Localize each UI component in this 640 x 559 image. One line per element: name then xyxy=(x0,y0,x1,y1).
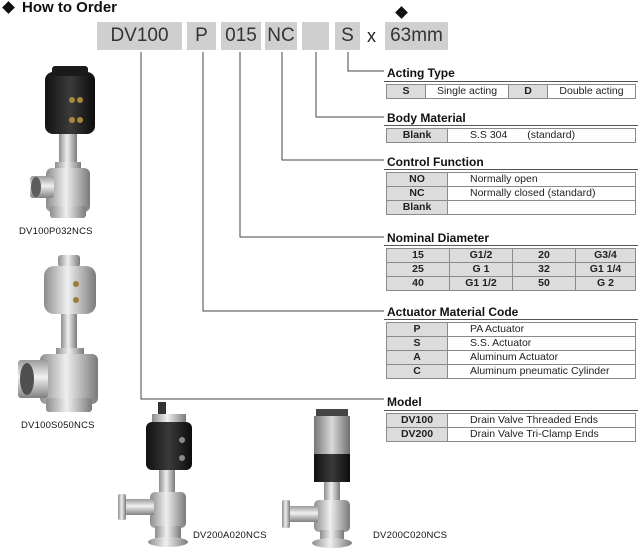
function-code-nc: NC xyxy=(386,186,448,201)
table-row: DV200 Drain Valve Tri-Clamp Ends xyxy=(386,427,636,442)
acting-type-title: Acting Type xyxy=(387,66,455,80)
model-code-dv200: DV200 xyxy=(386,427,448,442)
body-material-table: Blank S.S 304 (standard) xyxy=(386,128,636,143)
table-row: DV100 Drain Valve Threaded Ends xyxy=(386,413,636,428)
code-diameter-box: 015 xyxy=(221,22,261,50)
code-model-box: DV100 xyxy=(97,22,182,50)
diameter-thread: G 2 xyxy=(575,276,636,291)
model-desc-dv100: Drain Valve Threaded Ends xyxy=(447,413,636,428)
product-label-dv200c: DV200C020NCS xyxy=(373,530,448,541)
actuator-material-table: P PA Actuator S S.S. Actuator A Aluminum… xyxy=(386,322,636,379)
diameter-thread: G1 1/2 xyxy=(449,276,513,291)
body-desc: S.S 304 (standard) xyxy=(447,128,636,143)
diameter-thread: G1/2 xyxy=(449,248,513,263)
product-label-dv200a: DV200A020NCS xyxy=(193,530,267,541)
acting-type-rule xyxy=(384,81,638,82)
function-desc-blank xyxy=(447,200,636,215)
function-code-blank: Blank xyxy=(386,200,448,215)
nominal-diameter-table: 15 G1/2 20 G3/4 25 G 1 32 G1 1/4 40 G1 1… xyxy=(386,248,636,291)
body-material-note: (standard) xyxy=(527,129,576,141)
actuator-material-title: Actuator Material Code xyxy=(387,305,519,319)
body-material-title: Body Material xyxy=(387,111,466,125)
table-row: Blank xyxy=(386,200,636,215)
acting-desc-s: Single acting xyxy=(424,84,510,99)
actuator-code-s: S xyxy=(386,336,448,351)
actuator-material-rule xyxy=(384,319,638,320)
acting-code-s: S xyxy=(386,84,426,99)
nominal-diameter-title: Nominal Diameter xyxy=(387,231,490,245)
actuator-code-c: C xyxy=(386,364,448,379)
product-label-dv100s: DV100S050NCS xyxy=(21,420,95,431)
diameter-code: 50 xyxy=(512,276,576,291)
code-body-box xyxy=(302,22,329,50)
control-function-table: NO Normally open NC Normally closed (sta… xyxy=(386,172,636,215)
table-row: Blank S.S 304 (standard) xyxy=(386,128,636,143)
acting-type-table: S Single acting D Double acting xyxy=(386,84,636,99)
diameter-thread: G 1 xyxy=(449,262,513,277)
code-size-box: 63mm xyxy=(385,22,448,50)
table-row: S Single acting D Double acting xyxy=(386,84,636,99)
body-code-blank: Blank xyxy=(386,128,448,143)
code-actuator-box: P xyxy=(187,22,216,50)
table-row: P PA Actuator xyxy=(386,322,636,337)
acting-desc-d: Double acting xyxy=(547,84,636,99)
table-row: S S.S. Actuator xyxy=(386,336,636,351)
model-title: Model xyxy=(387,395,422,409)
control-function-rule xyxy=(384,169,638,170)
code-acting-box: S xyxy=(335,22,360,50)
model-desc-dv200: Drain Valve Tri-Clamp Ends xyxy=(447,427,636,442)
function-desc-nc: Normally closed (standard) xyxy=(447,186,636,201)
table-row: NC Normally closed (standard) xyxy=(386,186,636,201)
body-material-rule xyxy=(384,125,638,126)
table-row: 40 G1 1/2 50 G 2 xyxy=(386,276,636,291)
model-table: DV100 Drain Valve Threaded Ends DV200 Dr… xyxy=(386,413,636,442)
diameter-thread: G3/4 xyxy=(575,248,636,263)
table-row: 15 G1/2 20 G3/4 xyxy=(386,248,636,263)
diameter-code: 40 xyxy=(386,276,450,291)
actuator-desc-s: S.S. Actuator xyxy=(447,336,636,351)
actuator-desc-c: Aluminum pneumatic Cylinder xyxy=(447,364,636,379)
diameter-thread: G1 1/4 xyxy=(575,262,636,277)
model-code-dv100: DV100 xyxy=(386,413,448,428)
code-function-box: NC xyxy=(265,22,297,50)
code-times-sign: x xyxy=(367,26,376,46)
product-label-dv100p: DV100P032NCS xyxy=(19,226,93,237)
model-rule xyxy=(384,410,638,411)
acting-code-d: D xyxy=(508,84,549,99)
table-row: 25 G 1 32 G1 1/4 xyxy=(386,262,636,277)
table-row: C Aluminum pneumatic Cylinder xyxy=(386,364,636,379)
nominal-diameter-rule xyxy=(384,245,638,246)
actuator-code-p: P xyxy=(386,322,448,337)
actuator-desc-p: PA Actuator xyxy=(447,322,636,337)
body-material-value: S.S 304 xyxy=(470,129,508,141)
page-title: How to Order xyxy=(22,0,118,16)
diameter-code: 32 xyxy=(512,262,576,277)
diameter-code: 25 xyxy=(386,262,450,277)
table-row: NO Normally open xyxy=(386,172,636,187)
control-function-title: Control Function xyxy=(387,155,484,169)
